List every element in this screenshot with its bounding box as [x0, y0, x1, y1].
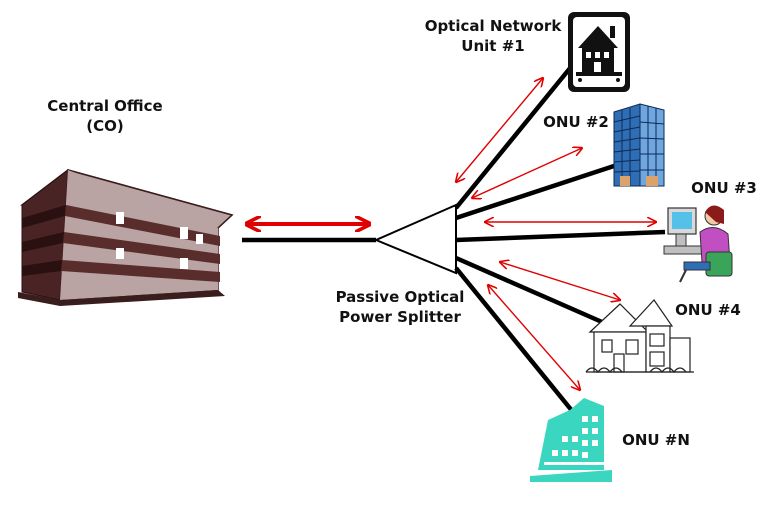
fiber-onu4 [455, 255, 603, 325]
onu1-label-line1: Optical Network [424, 17, 562, 35]
office-tower-icon [613, 103, 665, 187]
central-office-label: Central Office (CO) [40, 96, 170, 136]
arrow-onu1 [456, 78, 543, 182]
teal-building-icon [530, 398, 612, 482]
computer-user-icon [663, 205, 733, 283]
onu1-label: Optical Network Unit #1 [418, 16, 568, 56]
central-office-label-line1: Central Office [47, 97, 163, 115]
arrow-onu4 [500, 262, 620, 300]
onu3-label: ONU #3 [691, 179, 757, 197]
onun-label: ONU #N [622, 431, 690, 449]
splitter-label-line2: Power Splitter [339, 308, 461, 326]
onu4-label: ONU #4 [675, 301, 741, 319]
onu1-label-line2: Unit #1 [461, 37, 525, 55]
onu2-label: ONU #2 [543, 113, 609, 131]
splitter-icon [373, 203, 457, 275]
central-office-label-line2: (CO) [86, 117, 124, 135]
arrow-onu2 [472, 148, 582, 198]
signal-arrows [456, 78, 656, 390]
splitter-label-line1: Passive Optical [335, 288, 465, 306]
splitter-label: Passive Optical Power Splitter [325, 287, 475, 327]
central-office-building-icon [18, 168, 234, 306]
fiber-onu3 [455, 229, 666, 243]
arrow-onun [488, 285, 580, 390]
fiber-onu2 [455, 162, 618, 221]
house-icon [568, 12, 630, 92]
suburban-house-icon [585, 299, 694, 373]
